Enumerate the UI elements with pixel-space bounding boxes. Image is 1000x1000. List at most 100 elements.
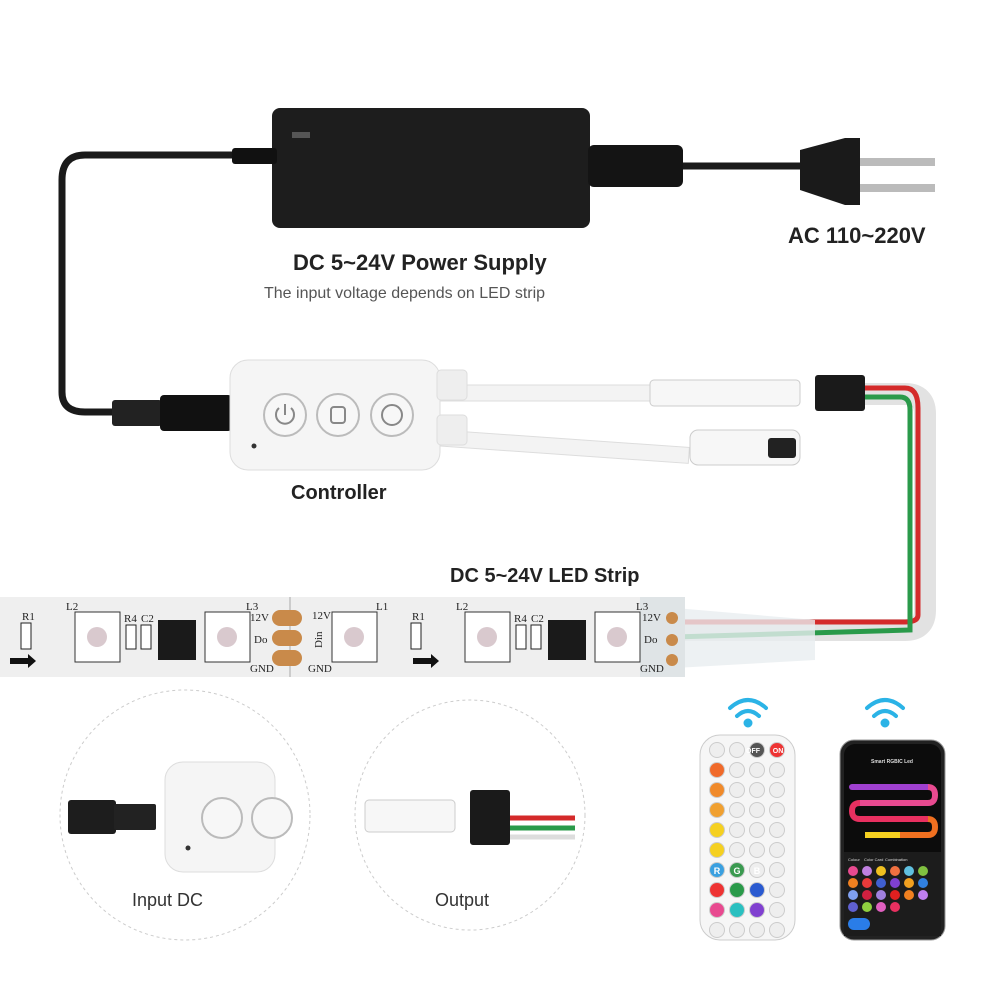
color-swatch [848, 878, 858, 888]
color-swatch [890, 890, 900, 900]
color-swatch [862, 890, 872, 900]
silk-gnd: GND [308, 663, 332, 675]
color-swatch [876, 902, 886, 912]
color-swatch [862, 902, 872, 912]
remote-button [709, 922, 725, 938]
color-swatch [904, 866, 914, 876]
remote-button [769, 902, 785, 918]
wifi-icon [728, 698, 768, 728]
remote-button [749, 822, 765, 838]
smartphone: Smart RGBIC Led Colour Color Card Combin… [839, 739, 946, 941]
remote-button [749, 742, 765, 758]
remote-button [709, 782, 725, 798]
wifi-icon [865, 698, 905, 728]
power-indicator [292, 132, 310, 138]
remote-on-label: ON [773, 748, 784, 755]
power-supply-subtitle: The input voltage depends on LED strip [264, 285, 546, 302]
silk-din: Din [313, 631, 325, 648]
remote-button [749, 802, 765, 818]
remote-button [729, 742, 745, 758]
controller-label: Controller [291, 482, 387, 504]
remote-button [709, 822, 725, 838]
remote-button [709, 902, 725, 918]
remote-button [769, 882, 785, 898]
remote-button [709, 862, 725, 878]
remote-button [729, 922, 745, 938]
remote-button [709, 802, 725, 818]
ac-strain-relief [588, 145, 683, 187]
silk-do: Do [644, 634, 658, 646]
silk-l3: L3 [246, 601, 259, 613]
ac-input-label: AC 110~220V [788, 223, 926, 248]
remote-button [769, 802, 785, 818]
remote-button [769, 742, 785, 758]
silk-l2: L2 [456, 601, 468, 613]
tab-colour[interactable]: Colour [848, 857, 860, 862]
silk-r4: R4 [514, 613, 527, 625]
color-swatch [876, 866, 886, 876]
ir-remote: OFF ON R G B [699, 734, 796, 941]
remote-button [769, 922, 785, 938]
segment-1 [10, 611, 251, 668]
remote-button [749, 762, 765, 778]
remote-button [749, 902, 765, 918]
color-swatch [862, 866, 872, 876]
silk-l1: L1 [376, 601, 388, 613]
remote-r-label: R [714, 866, 721, 876]
color-swatch [890, 878, 900, 888]
power-supply-title: DC 5~24V Power Supply [293, 250, 547, 275]
remote-off-label: OFF [746, 748, 761, 755]
color-swatch [862, 878, 872, 888]
remote-button [729, 762, 745, 778]
remote-button [709, 882, 725, 898]
color-swatch [890, 902, 900, 912]
dc-cable [58, 151, 272, 416]
remote-button [769, 842, 785, 858]
color-button [370, 393, 414, 437]
controller [229, 359, 690, 471]
color-swatch [890, 866, 900, 876]
strain-relief [232, 148, 277, 164]
color-swatch [848, 866, 858, 876]
color-swatch [876, 878, 886, 888]
mode-button [316, 393, 360, 437]
output-label: Output [435, 890, 490, 910]
silk-12v: 12V [642, 612, 661, 624]
remote-button [749, 922, 765, 938]
silk-12v: 12V [250, 612, 269, 624]
remote-button [709, 842, 725, 858]
output-detail [354, 699, 586, 931]
color-swatch [918, 878, 928, 888]
color-swatch [918, 890, 928, 900]
arrow-icon [10, 654, 36, 668]
remote-b-label: B [754, 866, 761, 876]
color-swatch [904, 890, 914, 900]
remote-button [729, 902, 745, 918]
mode-icon [330, 406, 346, 424]
remote-button [769, 762, 785, 778]
remote-button [729, 882, 745, 898]
tab-color-card[interactable]: Color Card [864, 857, 883, 862]
color-swatch [848, 890, 858, 900]
color-swatch [876, 890, 886, 900]
color-swatch [918, 866, 928, 876]
app-title: Smart RGBIC Led [871, 759, 913, 765]
silk-c2: C2 [141, 613, 154, 625]
ac-plug [800, 138, 935, 205]
remote-button [729, 862, 745, 878]
remote-button [709, 762, 725, 778]
remote-button [749, 782, 765, 798]
led-strip: R1 L2 R4 C2 L3 12V Do GND 12V Din GND L1… [0, 597, 685, 677]
silk-l3: L3 [636, 601, 649, 613]
remote-button [769, 822, 785, 838]
output-connectors [649, 379, 801, 466]
palette-icon [381, 404, 403, 426]
remote-button [729, 822, 745, 838]
silk-c2: C2 [531, 613, 544, 625]
silk-r4: R4 [124, 613, 137, 625]
tab-combination[interactable]: Combination [885, 857, 907, 862]
color-swatch [848, 902, 858, 912]
remote-button [729, 802, 745, 818]
remote-button [769, 862, 785, 878]
